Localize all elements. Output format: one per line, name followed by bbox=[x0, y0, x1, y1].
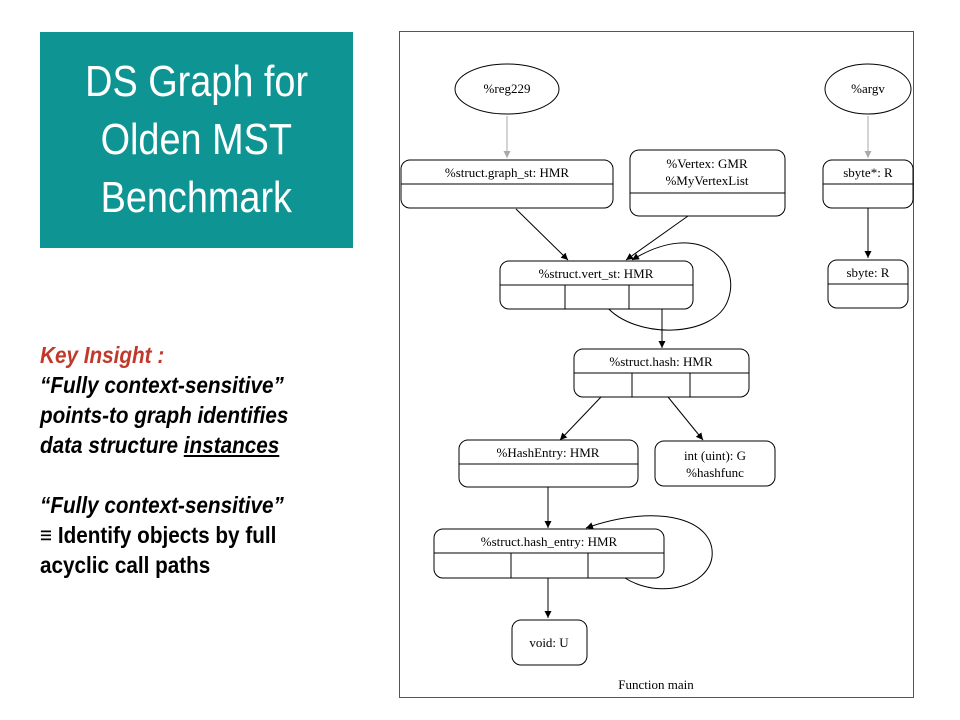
node-void-label: void: U bbox=[529, 635, 569, 650]
node-vertex-label-line-1: %Vertex: GMR bbox=[666, 156, 748, 171]
slide-title-line-2: Olden MST bbox=[100, 115, 293, 164]
insight-p2-line-2-text: Identify objects by full bbox=[52, 522, 277, 548]
insight-p1-line-3-prefix: data structure bbox=[40, 432, 184, 458]
graph-caption: Function main bbox=[618, 677, 694, 692]
graph-frame bbox=[399, 31, 914, 698]
node-vert-st: %struct.vert_st: HMR bbox=[499, 260, 694, 310]
node-sbyte: sbyte: R bbox=[827, 259, 909, 309]
insight-p2-line-2: ≡ Identify objects by full bbox=[40, 520, 337, 550]
node-int-hashfunc: int (uint): G %hashfunc bbox=[654, 440, 776, 487]
node-hashentry-label: %HashEntry: HMR bbox=[497, 445, 600, 460]
graph-edges bbox=[503, 116, 872, 618]
edge-hash-to-int bbox=[667, 396, 704, 441]
equivalence-symbol: ≡ bbox=[40, 522, 53, 548]
node-vert-st-label: %struct.vert_st: HMR bbox=[539, 266, 654, 281]
insight-instances-underlined: instances bbox=[183, 432, 280, 458]
edge-graph-st-to-vert-st bbox=[515, 208, 569, 261]
node-sbyte-ptr: sbyte*: R bbox=[822, 159, 914, 209]
edge-vert-st-self-loop bbox=[605, 242, 732, 331]
insight-heading: Key Insight : bbox=[40, 342, 165, 368]
node-graph-st: %struct.graph_st: HMR bbox=[400, 159, 614, 209]
slide-title-line-1: DS Graph for bbox=[85, 57, 308, 106]
edge-hash-entry-self-loop bbox=[585, 515, 713, 590]
node-void: void: U bbox=[511, 619, 588, 666]
node-hashentry: %HashEntry: HMR bbox=[458, 439, 639, 488]
node-int-label-line-1: int (uint): G bbox=[684, 448, 746, 463]
node-hash: %struct.hash: HMR bbox=[573, 348, 750, 398]
node-hash-entry: %struct.hash_entry: HMR bbox=[433, 528, 665, 579]
node-hash-entry-label: %struct.hash_entry: HMR bbox=[481, 534, 618, 549]
insight-p1-line-1: “Fully context-sensitive” bbox=[40, 372, 284, 398]
edge-hash-to-hashentry bbox=[559, 396, 602, 441]
node-sbyte-ptr-label: sbyte*: R bbox=[843, 165, 893, 180]
node-reg229-label: %reg229 bbox=[484, 81, 531, 96]
node-vertex-label-line-2: %MyVertexList bbox=[665, 173, 748, 188]
node-int-label-line-2: %hashfunc bbox=[686, 465, 744, 480]
insight-p1-line-3: data structure instances bbox=[40, 430, 337, 460]
insight-p2-line-3: acyclic call paths bbox=[40, 552, 211, 578]
node-vertex: %Vertex: GMR %MyVertexList bbox=[629, 149, 786, 217]
insight-p1-line-2: points-to graph identifies bbox=[40, 402, 289, 428]
node-hash-label: %struct.hash: HMR bbox=[609, 354, 713, 369]
key-insight-text: Key Insight : “Fully context-sensitive” … bbox=[40, 340, 370, 580]
slide-title-line-3: Benchmark bbox=[100, 173, 293, 222]
edge-vertex-to-vert-st bbox=[625, 215, 689, 261]
node-graph-st-label: %struct.graph_st: HMR bbox=[445, 165, 570, 180]
insight-p2-line-1: “Fully context-sensitive” bbox=[40, 492, 284, 518]
node-reg229: %reg229 bbox=[454, 63, 560, 115]
slide-title-box: DS Graph for Olden MST Benchmark bbox=[40, 32, 353, 248]
node-argv-label: %argv bbox=[851, 81, 885, 96]
node-sbyte-label: sbyte: R bbox=[847, 265, 890, 280]
node-argv: %argv bbox=[824, 63, 912, 115]
